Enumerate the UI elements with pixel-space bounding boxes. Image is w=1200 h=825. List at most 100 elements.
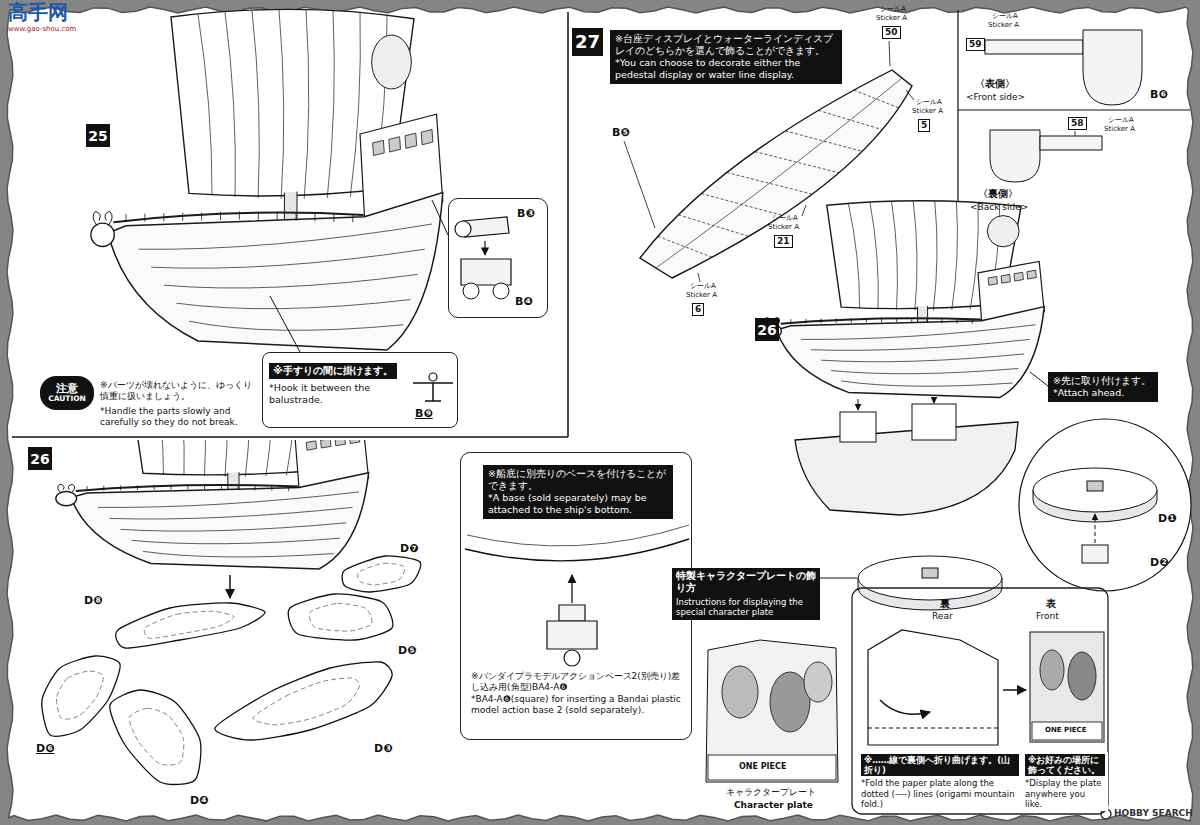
hull-bottom [465,539,689,561]
sticker-label: シールA [690,282,716,290]
baluster [271,486,272,491]
panel-divider [957,10,958,225]
leader-line [889,41,890,66]
base-arm-joint [564,650,580,666]
cabin-window [321,440,331,448]
view-label: <Back side> [970,202,1028,213]
leader-line [624,141,655,228]
note-en: *Attach ahead. [1053,387,1153,399]
view-label: 〈表側〉 [975,78,1015,90]
caution-note: ※パーツが壊れないように、ゆっくり慎重に扱いましょう。 [100,380,255,402]
detail-inset: B❸B❹ [448,198,548,318]
section-heading: Instructions for displaying the special … [672,596,820,620]
part-number: B❾ [415,407,433,420]
baluster [137,485,138,490]
caution-badge: 注意CAUTION [40,376,94,410]
baluster [277,212,278,220]
sail-stripe [327,11,334,198]
sticker-label: シールA [880,5,906,13]
base-block [840,412,876,442]
note-box: ※先に取り付けます。*Attach ahead. [1048,372,1158,402]
plate-figure [1040,650,1064,690]
note-jp: ※船底に別売りのベースを付けることができます。 [488,468,668,492]
baluster [238,485,239,490]
part-number: D❷ [1150,556,1168,569]
hull-plank [164,274,418,288]
ship-body [763,201,1045,398]
view-label: 表 [1046,598,1056,610]
assembly-arrow [1003,689,1026,691]
baluster [315,213,316,221]
baluster [187,484,188,489]
sticker-number: 6 [692,303,704,316]
baluster [866,318,867,323]
leader-line [906,90,914,100]
plate-frame [852,588,1108,814]
assembly-arrow [571,575,572,603]
rear-plate [868,630,998,745]
hull-plank [189,321,403,330]
cannon-breech [455,221,471,237]
assembly-arrow [229,575,231,598]
step-number: 26 [757,323,776,337]
baluster [821,319,822,324]
baluster [972,319,973,324]
watermark: 高手网 [8,0,68,24]
hull-plank [109,507,352,519]
step-number: 27 [575,33,600,51]
cannon-wheel [493,283,509,299]
sticker-number: 59 [966,38,985,51]
detail-inset: ※バンダイプラモデルアクションベース2(別売り)差し込み用(角型)BA4-A❻*… [460,452,692,740]
baluster [896,318,897,323]
baluster [333,214,334,222]
sticker-number: 21 [774,235,793,248]
wave-texture [358,563,405,585]
hull [776,307,1044,398]
figurehead-horn [93,211,100,225]
cabin-window [373,140,385,155]
baluster [220,212,221,220]
cabin-window [1027,270,1036,279]
note-jp: ※先に取り付けます。 [1053,375,1153,387]
sail-stripe [252,11,259,198]
fold-arrow [880,700,930,714]
section-heading: 特製キャラクタープレートの飾り方 [672,568,820,596]
cannon-carriage [461,259,511,285]
cabin-window [389,137,401,152]
hull [108,193,443,351]
panel-divider [567,12,569,437]
part-plate [990,130,1040,182]
baluster [911,318,912,323]
fold-line [868,728,998,729]
baluster [201,212,202,220]
sail-stripe [952,202,958,310]
hook-part [425,400,441,402]
note-box: ※船底に別売りのベースを付けることができます。*A base (sold sep… [483,465,673,519]
note-box: ※台座ディスプレイとウォーターラインディスプレイのどちらかを選んで飾ることができ… [610,30,842,84]
leader-line [432,200,448,235]
baluster [204,485,205,490]
figurehead [56,491,77,505]
step-number: 26 [755,318,779,341]
note-box: ※お好みの場所に飾ってください。*Display the plate anywh… [1022,752,1108,811]
baluster [352,214,353,222]
boat-keel [656,78,902,268]
note-en: *Fold the paper plate along the dotted (… [861,778,1019,809]
step-number: 26 [30,452,49,466]
part-bar [985,40,1083,54]
part-number: B❻ [1150,88,1168,101]
part-number: D❽ [84,594,102,607]
sail-stripe [848,204,859,308]
wave-texture [129,708,184,765]
plate-section: 特製キャラクタープレートの飾り方Instructions for display… [672,568,1110,815]
hull-plank [811,339,1030,350]
assembly-arrow [484,241,485,255]
wave-part [42,656,120,736]
wave-texture [253,678,359,725]
part-number: D❻ [36,742,54,755]
assembly-arrow [1095,514,1096,543]
part-bar [1040,136,1102,150]
sail-stripe [286,440,295,475]
view-label: 〈裏側〉 [978,188,1018,200]
sticker-label: シールA [916,98,942,106]
